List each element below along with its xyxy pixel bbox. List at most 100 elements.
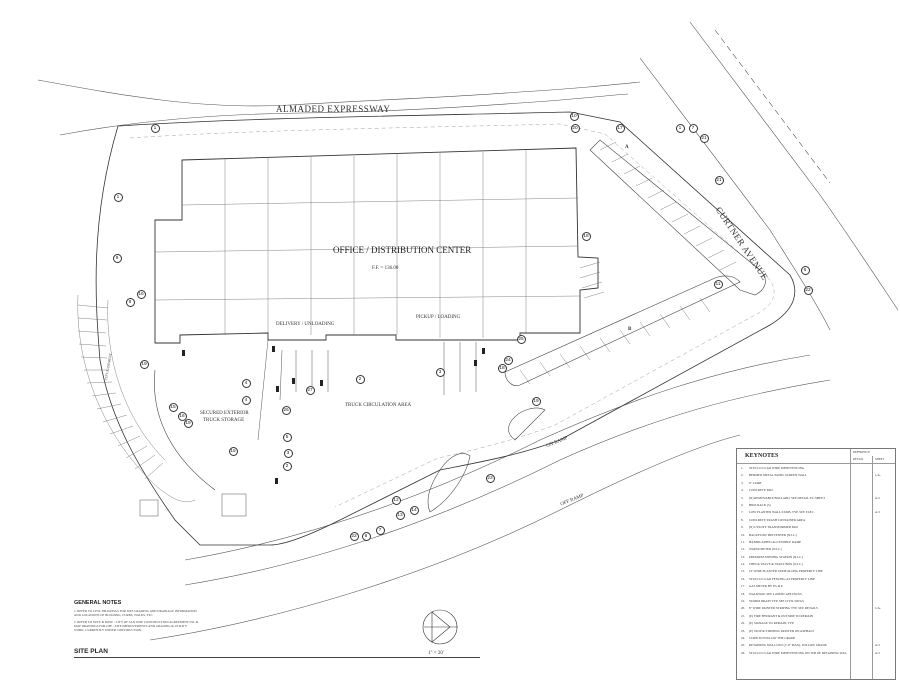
keynote-number: 14. [741,562,745,567]
keynote-number: 1. [741,466,744,470]
keynote-number: 26. [741,650,745,655]
keynote-row: 3.6" CURB [737,480,895,487]
keynote-number: 8. [741,517,744,522]
keynote-marker: 1 [113,192,123,202]
keynote-row: 20.8" WIDE PAINTED STRIPING TYP. SEE DET… [737,605,895,612]
keynote-marker: 8 [125,297,135,307]
keynote-marker: 22 [349,531,359,541]
delivery-area-label: DELIVERY / UNLOADING [276,322,335,327]
keynote-marker: 18 [497,363,507,373]
keynote-text: (N) UTILITY TRANSFORMER PAD [749,525,798,530]
keynote-row: 13.PREMIUM SEEDING STATION (N.I.C.) [737,554,895,561]
keynote-row: 23. (E) STOP & STRIPING PAINTED ON ASPHAL… [737,628,895,635]
parking-stalls-east [579,141,737,299]
south-parking-island [504,275,741,386]
keynote-marker: 6 [800,265,810,275]
keynote-marker: 15 [228,446,238,456]
truck-storage-island [154,369,216,491]
keynote-marker: 1 [150,123,160,133]
keynote-marker: 25 [516,334,526,344]
keynote-text: 6" CURB [749,480,762,485]
keynote-text: (E) SIGNAGE TO REMAIN, TYP. [749,621,795,626]
keynote-marker: 26 [281,405,291,415]
bollards [182,346,485,484]
general-note-line: WORK, CURRENTLY UNDER CONSTRUCTION. [74,628,143,632]
keynote-marker: 2 [355,374,365,384]
keynote-reference: A-5 [875,510,880,515]
keynote-number: 2. [741,473,744,478]
keynotes-list: 1. STUCCO CLAD WIRE MESH FENCING 2.BERMED … [737,465,895,657]
keynote-marker: 22 [803,285,813,295]
keynote-text: GAS METER BY PG & E [749,584,783,589]
keynote-row: 22.(E) SIGNAGE TO REMAIN, TYP. [737,620,895,627]
keynote-marker: 7 [688,123,698,133]
ramp-island-2 [508,407,546,441]
expressway-curb-north [37,79,641,107]
on-ramp-curb [149,434,741,641]
keynote-reference: 1/A- [875,473,881,478]
keynote-number: 25. [741,643,745,648]
keynote-row: 5.(N) REMOVABLE BOLLARD. SEE DETAIL 3/C-… [737,495,895,502]
truck-storage-label-1: SECURED EXTERIOR [200,411,249,416]
keynote-reference: A-5 [875,495,880,500]
ramp-island [427,453,471,513]
keynote-row: 9.(N) UTILITY TRANSFORMER PAD [737,524,895,531]
keynote-marker: 23 [485,473,495,483]
truck-circulation-label: TRUCK CIRCULATION AREA [345,403,412,408]
callout-a: A [625,145,629,150]
keynote-row: 14.CHECK VALVE & VAULT BOX (N.I.C.) [737,561,895,568]
keynotes-col-sheet: SHEET [875,457,885,461]
keynote-marker: 3 [435,367,445,377]
keynote-number: 15. [741,569,745,574]
setback-line [129,123,775,508]
keynotes-col-reference: REFERENCE [853,450,871,454]
keynote-marker: 5 [282,432,292,442]
building-footprint [154,147,599,344]
keynote-text: RETAINING WALL OUT (1'-0" MAX), FOLLOW G… [749,643,827,648]
sheet-scale: 1" = 20' [428,651,444,656]
keynote-marker: 24 [503,355,513,365]
keynote-row: 17.GAS METER BY PG & E [737,583,895,590]
keynote-marker: 2 [282,461,292,471]
keynote-marker: 17 [615,123,625,133]
keynote-text: STUCCO CLAD WIRE MESH FENCING [749,466,805,470]
keynote-row: 11.HANDICAPPED ACCESSIBLE RAMP [737,539,895,546]
keynote-text: (E) FIRE HYDRANT & OUTSIDE TO REMAIN [749,613,814,618]
keynote-text: CONCRETE PAD [749,488,773,493]
keynote-number: 4. [741,488,744,493]
off-ramp-curb-2 [184,379,831,586]
keynote-row: 6. BIKE RACK (5) [737,502,895,509]
keynotes-divider [872,456,873,679]
keynote-marker: 13 [395,510,405,520]
keynote-number: 18. [741,591,745,596]
expressway-curb-south [59,93,629,136]
keynote-text: STUCCO CLAD WIRE MESH FENCING ON TOP OF … [749,650,847,655]
keynote-text: CONCRETE TRASH CONTAINER AREA [749,517,806,522]
keynote-marker: 19 [183,418,193,428]
keynote-text: WALKWAY. SEE LANDSCAPE DWGS [749,591,802,596]
keynote-marker: 4 [241,395,251,405]
keynote-text: LOW PLANTER WALL/CURB, TYP. SEE ELEC. [749,510,815,515]
keynote-text: BIKE RACK (5) [749,502,771,507]
keynote-number: 23. [741,628,745,633]
keynote-row: 12.WATER METER (N.I.C.) [737,546,895,553]
keynote-marker: 1 [675,123,685,133]
keynote-number: 16. [741,576,745,581]
north-arrow [422,609,458,645]
sheet-title: SITE PLAN [74,648,108,655]
keynote-number: 21. [741,613,745,618]
expressway-label: ALMADED EXPRESSWAY [276,104,391,114]
keynote-marker: 10 [569,111,579,121]
keynote-marker: 20 [570,123,580,133]
keynote-number: 7. [741,510,744,515]
keynote-text: (E) STOP & STRIPING PAINTED ON ASPHALT [749,628,815,633]
keynote-text: STORM DRAIN TYP. SEE CIVIL DWGS [749,599,804,604]
keynote-number: 6. [741,502,744,507]
keynote-marker: 27 [305,385,315,395]
keynotes-col-detail: DETAIL [853,457,864,461]
keynote-marker: 21 [699,133,709,143]
keynote-marker: 19 [531,396,541,406]
keynote-row: 26. STUCCO CLAD WIRE MESH FENCING ON TOP … [737,650,895,657]
keynote-marker: 9 [112,253,122,263]
